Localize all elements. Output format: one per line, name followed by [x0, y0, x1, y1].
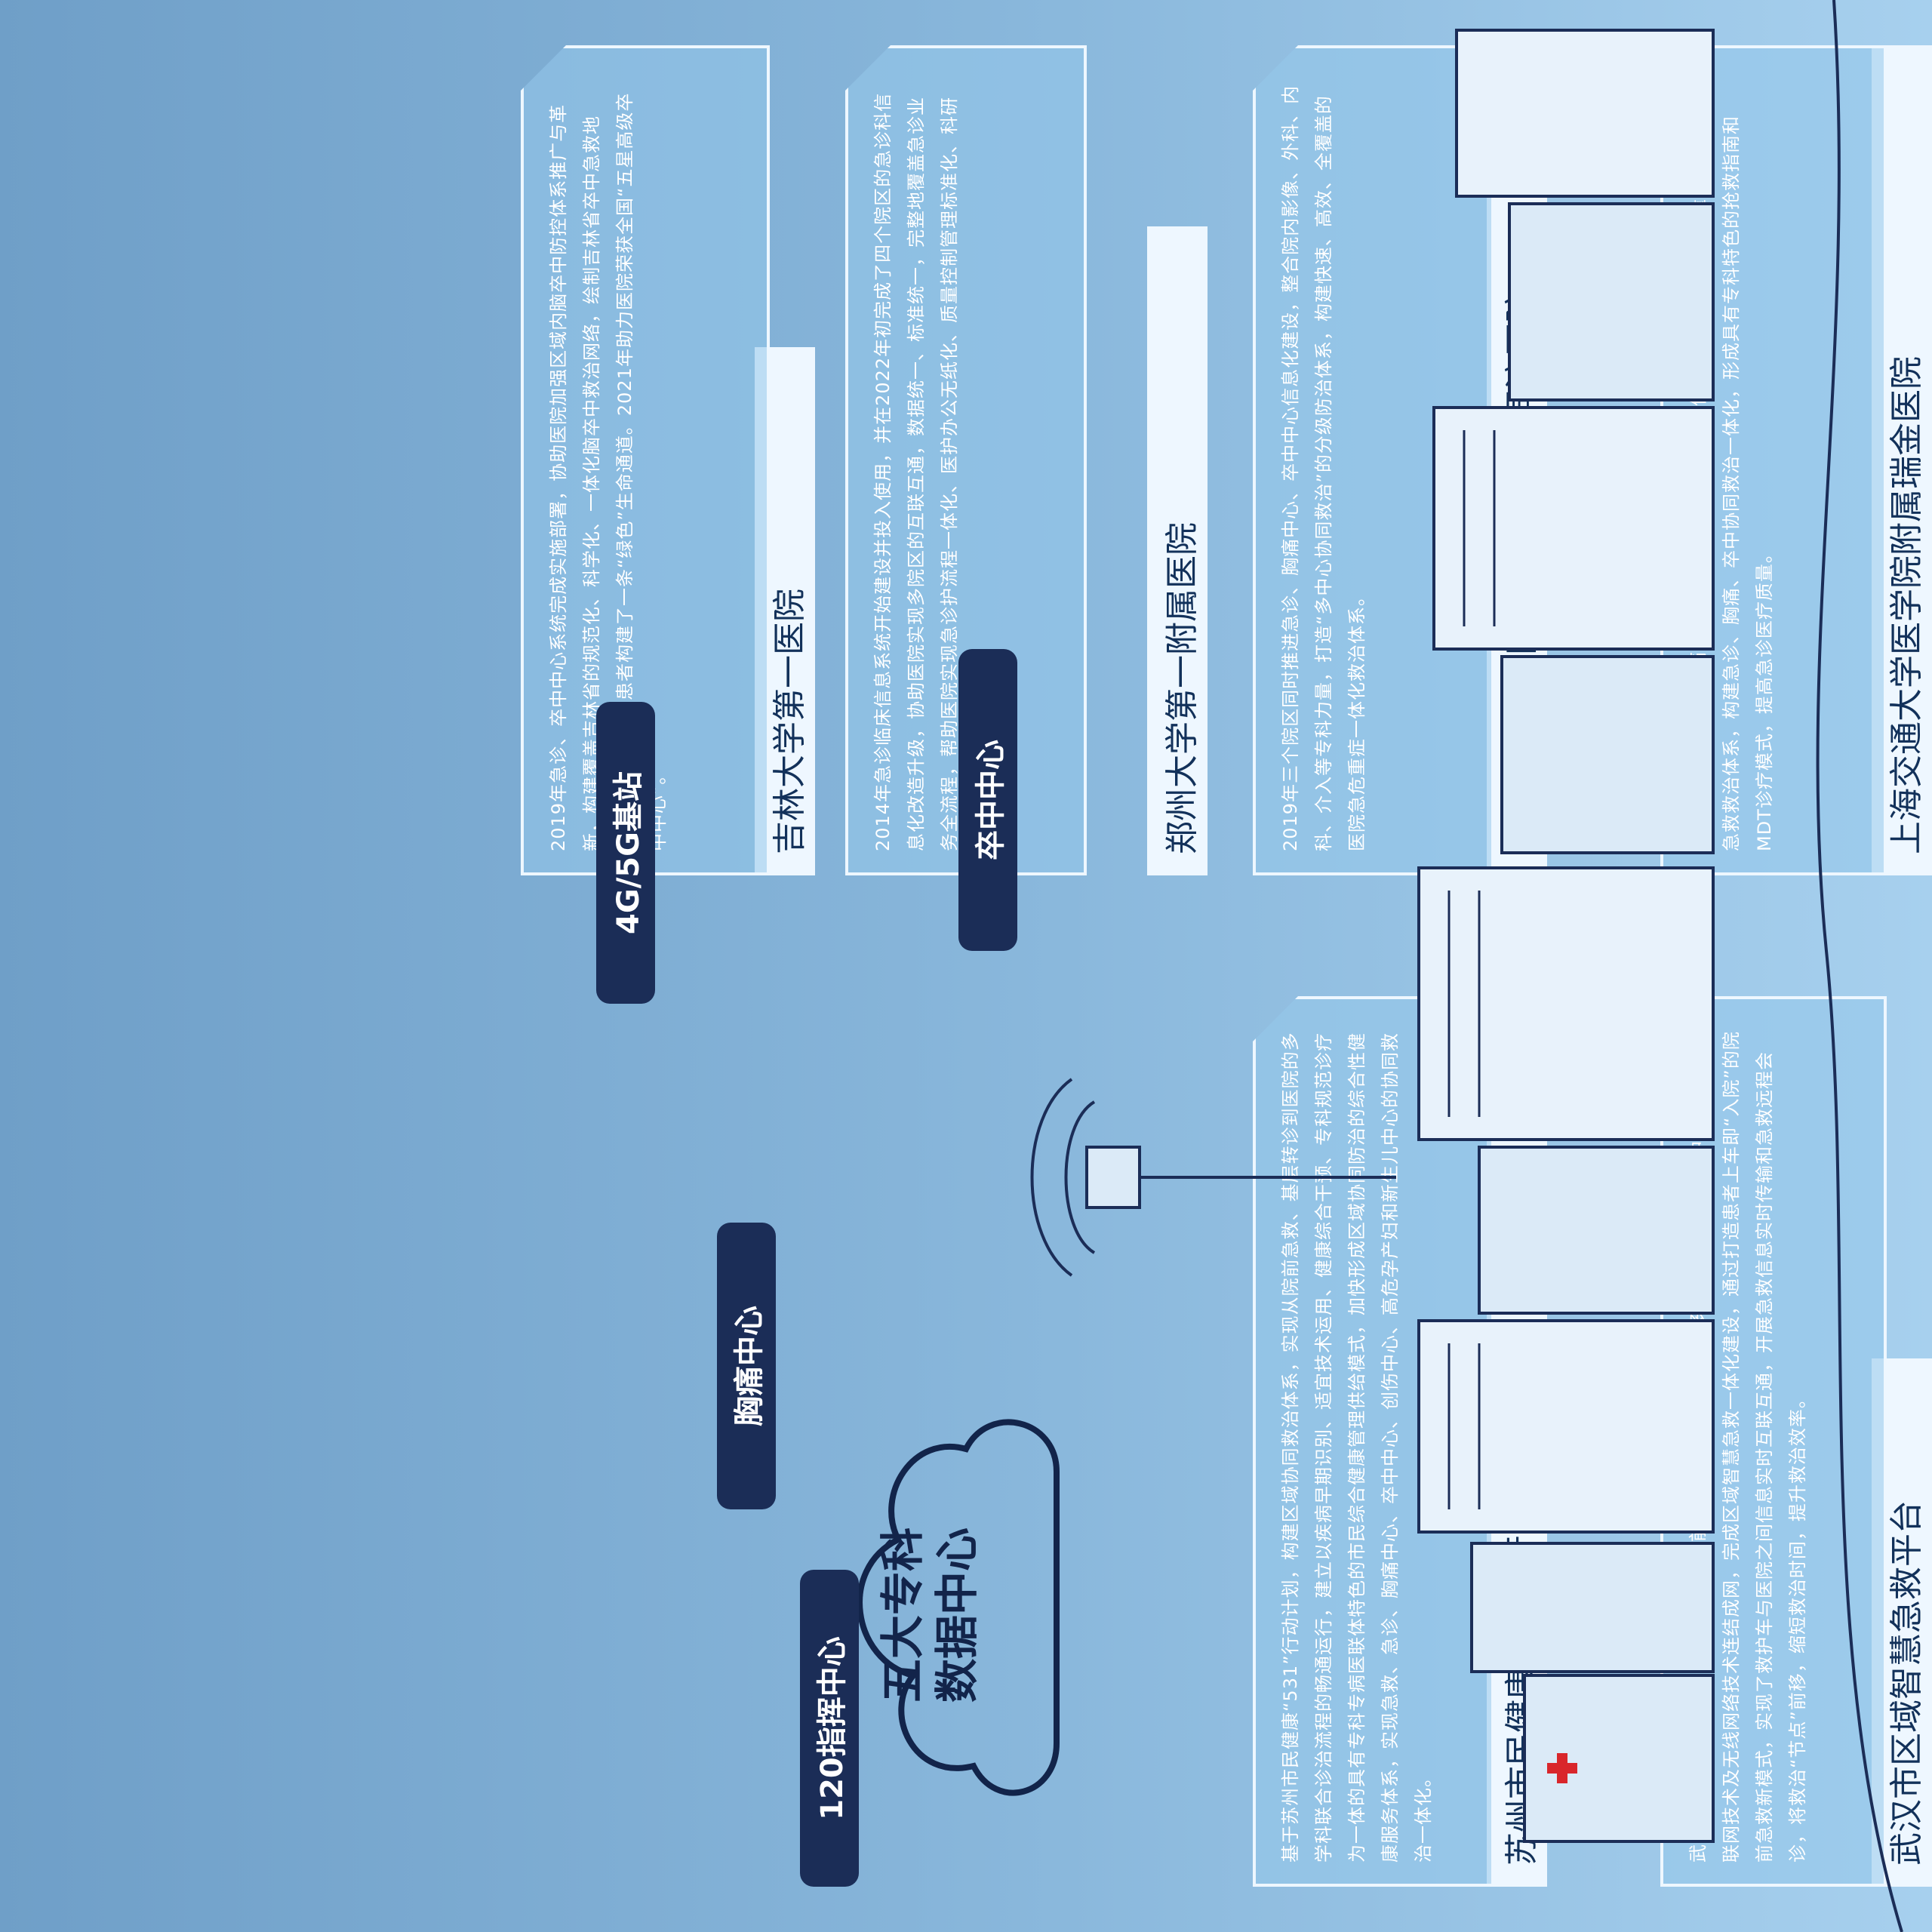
red-cross-icon	[1547, 1753, 1577, 1783]
cloud-icon	[857, 1419, 1060, 1796]
